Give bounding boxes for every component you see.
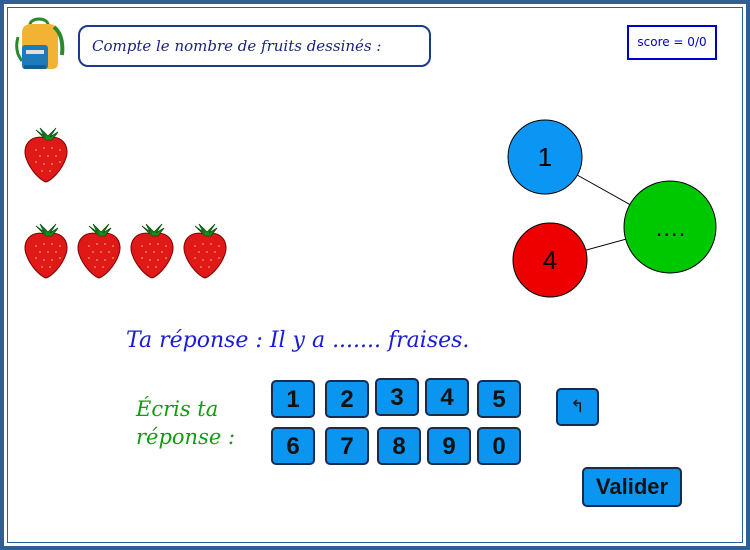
digit-key-0[interactable]: 0 bbox=[477, 427, 521, 465]
digit-key-5[interactable]: 5 bbox=[477, 380, 521, 418]
instruction-box: Compte le nombre de fruits dessinés : bbox=[78, 25, 431, 67]
part2-circle bbox=[512, 222, 588, 298]
strawberry-icon bbox=[23, 223, 69, 279]
inner-frame bbox=[7, 7, 743, 543]
total-circle bbox=[623, 180, 717, 274]
strawberry-icon bbox=[23, 127, 69, 183]
part2-label: 4 bbox=[543, 245, 557, 275]
answer-sentence: Ta réponse : Il y a ....... fraises. bbox=[126, 328, 470, 353]
strawberry-icon bbox=[182, 223, 228, 279]
part1-circle bbox=[507, 119, 583, 195]
number-bond-diagram: 1 4 …. bbox=[507, 119, 717, 298]
prompt-line-1: Écris ta bbox=[136, 397, 219, 421]
digit-key-9[interactable]: 9 bbox=[427, 427, 471, 465]
backspace-button[interactable]: ↰ bbox=[556, 388, 599, 426]
validate-button[interactable]: Valider bbox=[582, 467, 682, 507]
digit-key-3[interactable]: 3 bbox=[375, 378, 419, 416]
backspace-icon: ↰ bbox=[570, 397, 585, 417]
digit-key-1[interactable]: 1 bbox=[271, 380, 315, 418]
strawberry-icon bbox=[76, 223, 122, 279]
part1-label: 1 bbox=[538, 142, 552, 172]
total-label: …. bbox=[655, 215, 686, 242]
digit-key-2[interactable]: 2 bbox=[325, 380, 369, 418]
digit-key-7[interactable]: 7 bbox=[325, 427, 369, 465]
digit-key-4[interactable]: 4 bbox=[425, 378, 469, 416]
write-answer-prompt: Écris ta réponse : bbox=[136, 395, 235, 451]
digit-key-8[interactable]: 8 bbox=[377, 427, 421, 465]
backpack-icon bbox=[15, 17, 65, 69]
digit-key-6[interactable]: 6 bbox=[271, 427, 315, 465]
score-box: score = 0/0 bbox=[627, 25, 717, 60]
prompt-line-2: réponse : bbox=[136, 425, 236, 449]
strawberry-icon bbox=[129, 223, 175, 279]
